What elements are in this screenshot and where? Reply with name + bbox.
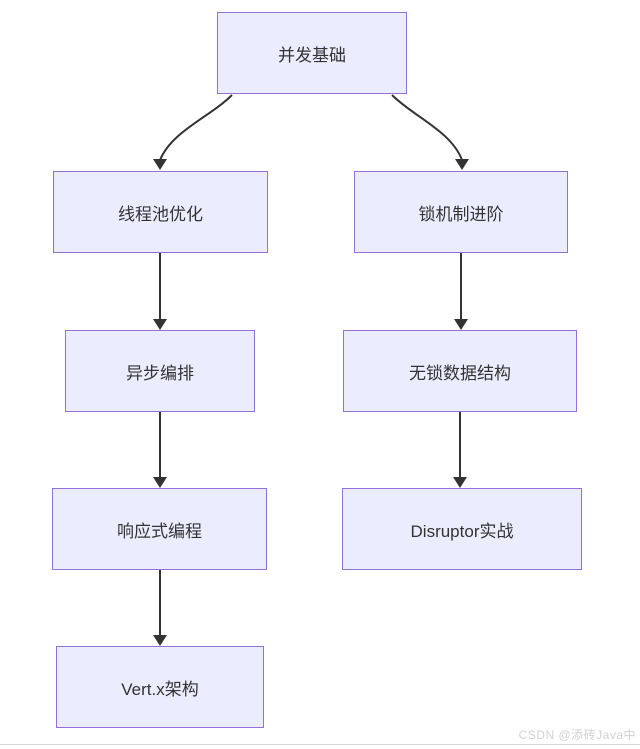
node-reactive-programming: 响应式编程 (52, 488, 267, 570)
node-lock-mechanism-advanced: 锁机制进阶 (354, 171, 568, 253)
node-label: Disruptor实战 (410, 521, 514, 541)
edge-reactive-to-vertx (153, 570, 167, 646)
edge-async-to-reactive (153, 412, 167, 488)
edge-lockfree-to-disruptor (453, 412, 467, 488)
edge-lock-to-lockfree (454, 253, 468, 330)
csdn-watermark: CSDN @添砖Java中 (518, 728, 636, 742)
edge-basics-to-lock (391, 94, 469, 170)
node-concurrency-basics: 并发基础 (217, 12, 407, 94)
node-label: Vert.x架构 (121, 679, 199, 699)
node-vertx-architecture: Vert.x架构 (56, 646, 264, 728)
node-label: 异步编排 (126, 363, 194, 383)
node-label: 并发基础 (278, 45, 346, 65)
node-label: 响应式编程 (117, 521, 202, 541)
bottom-divider (0, 744, 640, 745)
node-label: 锁机制进阶 (418, 204, 504, 224)
node-thread-pool-optimization: 线程池优化 (53, 171, 268, 253)
node-disruptor-practice: Disruptor实战 (342, 488, 582, 570)
edge-basics-to-threadpool (153, 94, 233, 170)
node-label: 线程池优化 (118, 204, 203, 224)
edge-threadpool-to-async (153, 253, 167, 330)
node-label: 无锁数据结构 (409, 363, 511, 383)
node-async-orchestration: 异步编排 (65, 330, 255, 412)
node-lock-free-data-structures: 无锁数据结构 (343, 330, 577, 412)
